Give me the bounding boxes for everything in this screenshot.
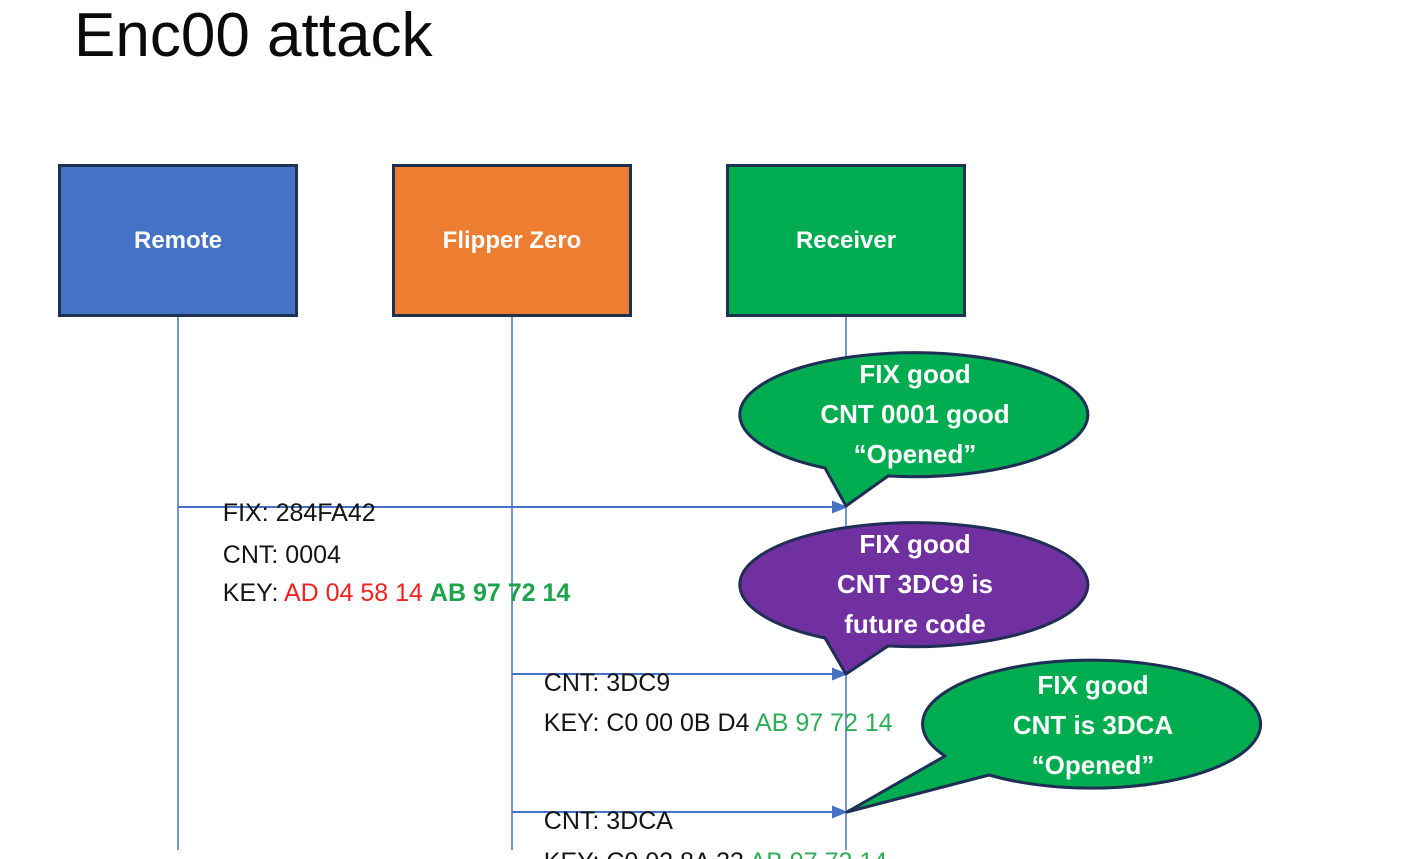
message2-key-green-bytes: AB 97 72 14 [755, 708, 893, 737]
slide-title: Enc00 attack [74, 1, 433, 70]
message-arrow-3 [512, 805, 848, 819]
speech-bubble-green-2 [845, 658, 1263, 814]
bubble1-line3: “Opened” [853, 439, 977, 469]
actor-label-receiver: Receiver [795, 226, 897, 254]
message1-cnt-label: CNT: 0004 [195, 514, 341, 597]
message1-fix-label: FIX: 284FA42 [195, 472, 376, 555]
speech-bubble-green-1 [738, 351, 1090, 508]
message1-key-red-bytes: AD 04 58 14 [283, 578, 430, 607]
message3-key-green-bytes: AB 97 72 14 [750, 848, 888, 859]
bubble3-line2: CNT is 3DCA [1012, 710, 1174, 740]
arrowhead-icon [832, 805, 848, 819]
bubble1-line1: FIX good [859, 359, 971, 389]
message3-key-label: KEY: C0 02 8A 33 AB 97 72 14 [516, 821, 887, 859]
arrowhead-icon [832, 500, 848, 514]
actor-box-receiver: Receiver [726, 164, 966, 317]
message3-key-prefix: KEY: C0 02 8A 33 [544, 848, 750, 859]
message3-cnt-label: CNT: 3DCA [516, 780, 673, 859]
message3-cnt-text: CNT: 3DCA [543, 806, 673, 835]
bubble2-text: FIX good CNT 3DC9 is future code [741, 522, 1089, 646]
message1-key-label: KEY: AD 04 58 14 AB 97 72 14 [195, 552, 570, 635]
message2-cnt-label: CNT: 3DC9 [516, 642, 670, 725]
message2-key-prefix: KEY: C0 00 0B D4 [543, 708, 756, 737]
message1-key-green-bytes: AB 97 72 14 [429, 578, 571, 607]
arrowhead-icon [832, 667, 848, 681]
message2-key-label: KEY: C0 00 0B D4 AB 97 72 14 [516, 682, 893, 765]
speech-bubble-purple [738, 521, 1090, 676]
actor-label-remote: Remote [133, 226, 223, 254]
message1-key-prefix: KEY: [222, 578, 284, 607]
bubble3-text: FIX good CNT is 3DCA “Opened” [924, 660, 1262, 790]
bubble2-line3: future code [844, 609, 986, 639]
actor-box-remote: Remote [58, 164, 298, 317]
message-arrow-2 [512, 667, 848, 681]
bubble2-line2: CNT 3DC9 is [836, 569, 994, 599]
actor-box-flipper-zero: Flipper Zero [392, 164, 632, 317]
message2-cnt-text: CNT: 3DC9 [543, 668, 671, 697]
bubble2-line1: FIX good [859, 529, 971, 559]
bubble1-line2: CNT 0001 good [820, 399, 1010, 429]
bubble3-line3: “Opened” [1031, 750, 1155, 780]
message1-fix-text: FIX: 284FA42 [222, 498, 376, 527]
message-arrow-1 [178, 500, 848, 514]
actor-label-flipper-zero: Flipper Zero [442, 226, 582, 254]
message1-cnt-text: CNT: 0004 [222, 540, 341, 569]
bubble3-line1: FIX good [1037, 670, 1149, 700]
bubble1-text: FIX good CNT 0001 good “Opened” [741, 352, 1089, 476]
